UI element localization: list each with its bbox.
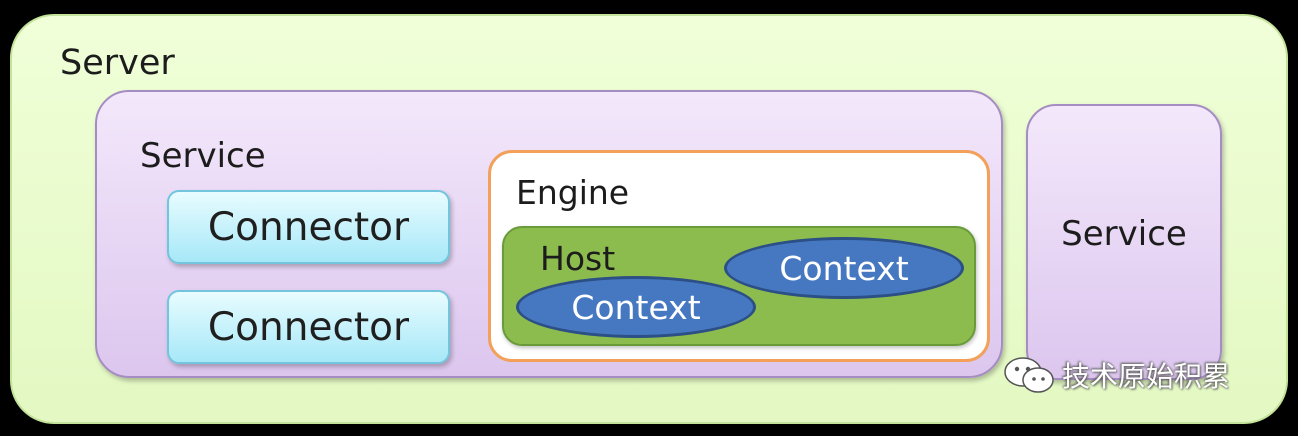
- watermark-text: 技术原始积累: [1062, 360, 1231, 393]
- service-side-label: Service: [1061, 214, 1187, 254]
- server-label: Server: [60, 43, 175, 83]
- connector-label-1: Connector: [207, 204, 410, 250]
- engine-label: Engine: [516, 173, 630, 212]
- connector-box-1: Connector: [167, 190, 450, 264]
- watermark: 技术原始积累: [1002, 355, 1230, 395]
- service-main-label: Service: [140, 136, 266, 176]
- connector-label-2: Connector: [207, 304, 410, 350]
- context-ellipse-1: Context: [724, 237, 964, 299]
- service-container-side: Service: [1026, 104, 1222, 380]
- connector-box-2: Connector: [167, 290, 450, 364]
- wechat-icon: [1004, 357, 1054, 393]
- context-label-1: Context: [779, 248, 909, 288]
- host-label: Host: [540, 239, 616, 278]
- context-ellipse-2: Context: [516, 276, 756, 338]
- context-label-2: Context: [571, 287, 701, 327]
